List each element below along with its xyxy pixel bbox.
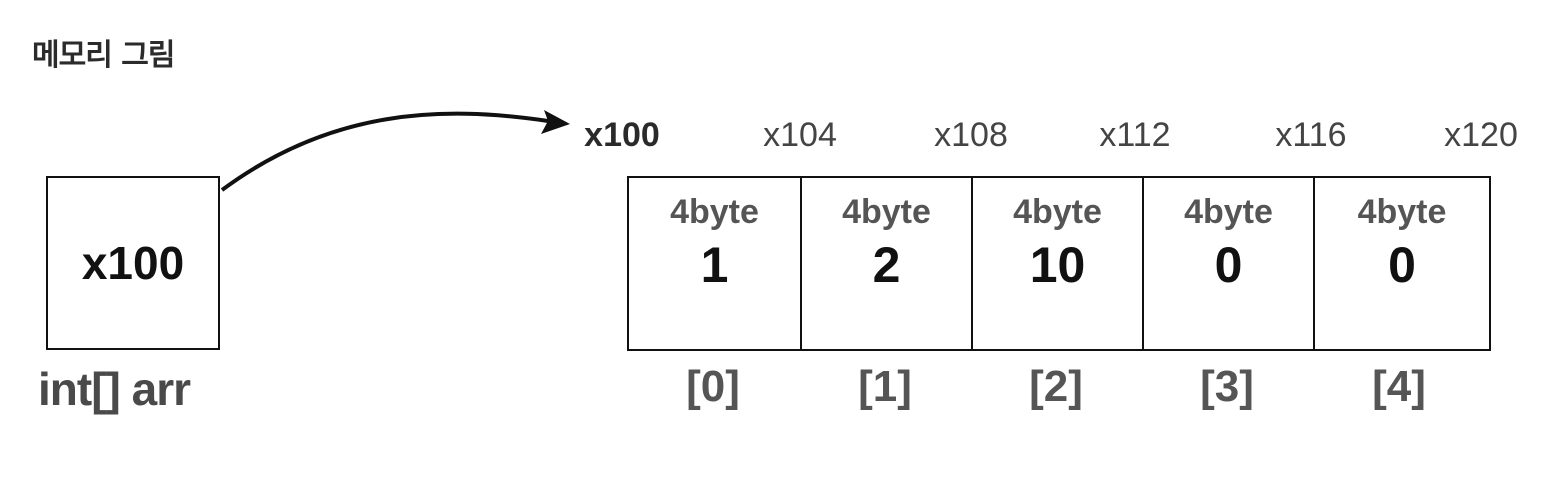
array-index: [2] <box>1029 362 1083 411</box>
address-label: x112 <box>1099 116 1171 154</box>
cell-value: 0 <box>1214 237 1243 293</box>
array-index: [0] <box>686 362 740 411</box>
array-index: [3] <box>1200 362 1254 411</box>
variable-value: x100 <box>81 237 185 289</box>
cell-size: 4byte <box>1013 193 1102 231</box>
array-cell: 4byte 0 <box>1315 178 1489 349</box>
cell-value: 2 <box>872 237 901 293</box>
array-cell: 4byte 0 <box>1144 178 1315 349</box>
cell-size: 4byte <box>842 193 931 231</box>
address-label: x104 <box>763 116 837 154</box>
cell-size: 4byte <box>1184 193 1273 231</box>
array-index: [4] <box>1372 362 1426 411</box>
cell-value: 1 <box>700 237 729 293</box>
array-cell: 4byte 10 <box>973 178 1144 349</box>
array-index: [1] <box>858 362 912 411</box>
address-label: x116 <box>1275 116 1347 154</box>
array-cell: 4byte 1 <box>629 178 802 349</box>
address-label: x120 <box>1444 116 1518 154</box>
array-memory: 4byte 1 4byte 2 4byte 10 4byte 0 4byte 0 <box>627 176 1491 351</box>
variable-label: int[] arr <box>38 363 191 415</box>
address-label: x108 <box>934 116 1008 154</box>
cell-size: 4byte <box>670 193 759 231</box>
address-label: x100 <box>584 116 660 154</box>
page-title: 메모리 그림 <box>32 38 175 73</box>
array-cell: 4byte 2 <box>802 178 973 349</box>
arrow-head-icon <box>541 110 570 134</box>
arrow-line <box>220 111 549 192</box>
cell-value: 10 <box>1029 237 1086 293</box>
variable-box: x100 <box>46 176 220 350</box>
cell-size: 4byte <box>1357 193 1447 231</box>
cell-value: 0 <box>1388 237 1416 293</box>
